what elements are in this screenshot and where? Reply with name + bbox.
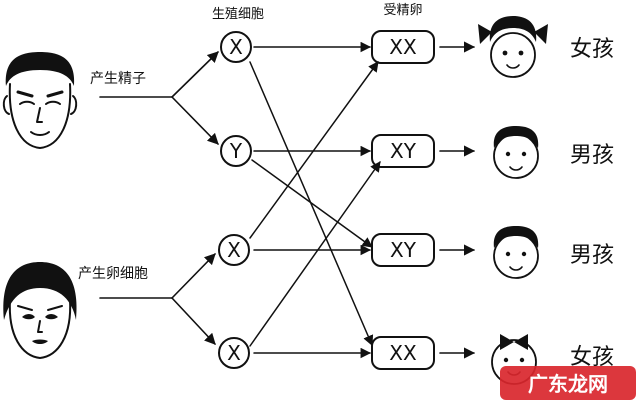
zygote-1-label: XX: [389, 35, 417, 59]
zygote-box-3: XY: [371, 233, 435, 267]
egg-cell-2: X: [218, 337, 250, 369]
father-branch-lines: [99, 51, 219, 145]
zygote-4-label: XX: [389, 341, 417, 365]
watermark-text: 广东龙网: [528, 372, 608, 396]
child-4-label: 女孩: [570, 345, 614, 370]
boy-face-icon-1: [493, 126, 539, 179]
child-3-label: 男孩: [570, 243, 614, 268]
sperm-2-label: Y: [229, 139, 243, 163]
mother-process-label: 产生卵细胞: [78, 266, 148, 282]
father-face-icon: [2, 52, 78, 149]
egg-2-label: X: [227, 341, 241, 365]
boy-face-icon-2: [493, 226, 539, 279]
header-germ-cells: 生殖细胞: [212, 6, 264, 22]
girl-face-icon-1: [478, 16, 548, 78]
sperm-cell-2: Y: [220, 135, 252, 167]
watermark-logo: 广东龙网: [500, 366, 636, 400]
zygote-to-child-arrows: [439, 41, 476, 359]
sperm-cell-1: X: [220, 31, 252, 63]
father-process-label: 产生精子: [90, 71, 146, 87]
mother-face-icon: [3, 262, 77, 359]
zygote-box-4: XX: [371, 336, 435, 370]
egg-1-label: X: [227, 238, 241, 262]
egg-cell-1: X: [218, 234, 250, 266]
child-2-label: 男孩: [570, 143, 614, 168]
zygote-box-2: XY: [371, 134, 435, 168]
zygote-3-label: XY: [390, 238, 417, 262]
sperm-1-label: X: [229, 35, 243, 59]
fertilization-lines: [249, 41, 381, 359]
zygote-2-label: XY: [390, 139, 417, 163]
header-fertilized-egg: 受精卵: [383, 3, 422, 18]
child-1-label: 女孩: [570, 37, 614, 62]
zygote-box-1: XX: [371, 30, 435, 64]
mother-branch-lines: [99, 253, 216, 345]
